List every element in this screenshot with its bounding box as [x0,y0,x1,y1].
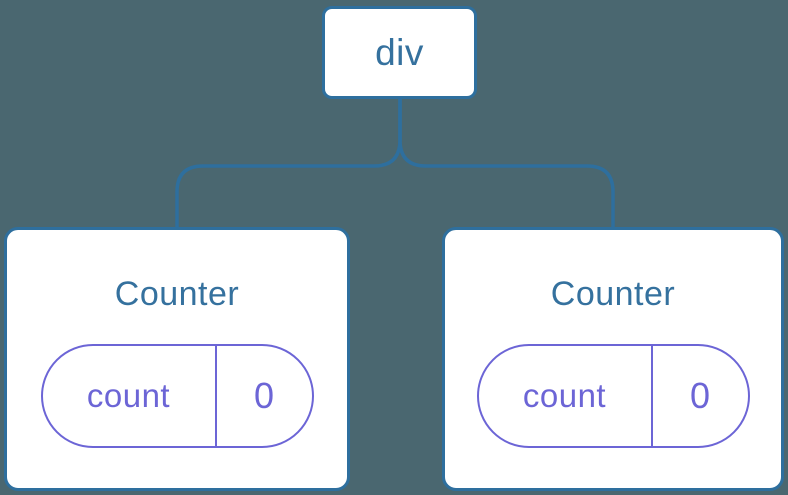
connector-branch-left [175,99,402,228]
state-value: 0 [253,375,275,416]
counter-title: Counter [550,275,676,313]
root-node-div: div [322,6,477,99]
root-node-label: div [375,31,424,73]
state-pill: count 0 [40,344,314,448]
counter-node-right: Counter count 0 [442,227,784,491]
counter-title: Counter [114,275,240,313]
state-key: count [43,346,217,446]
state-key: count [479,346,653,446]
state-value: 0 [689,375,711,416]
state-pill: count 0 [476,344,750,448]
counter-node-left: Counter count 0 [4,227,350,491]
connector-branch-right [398,99,615,228]
